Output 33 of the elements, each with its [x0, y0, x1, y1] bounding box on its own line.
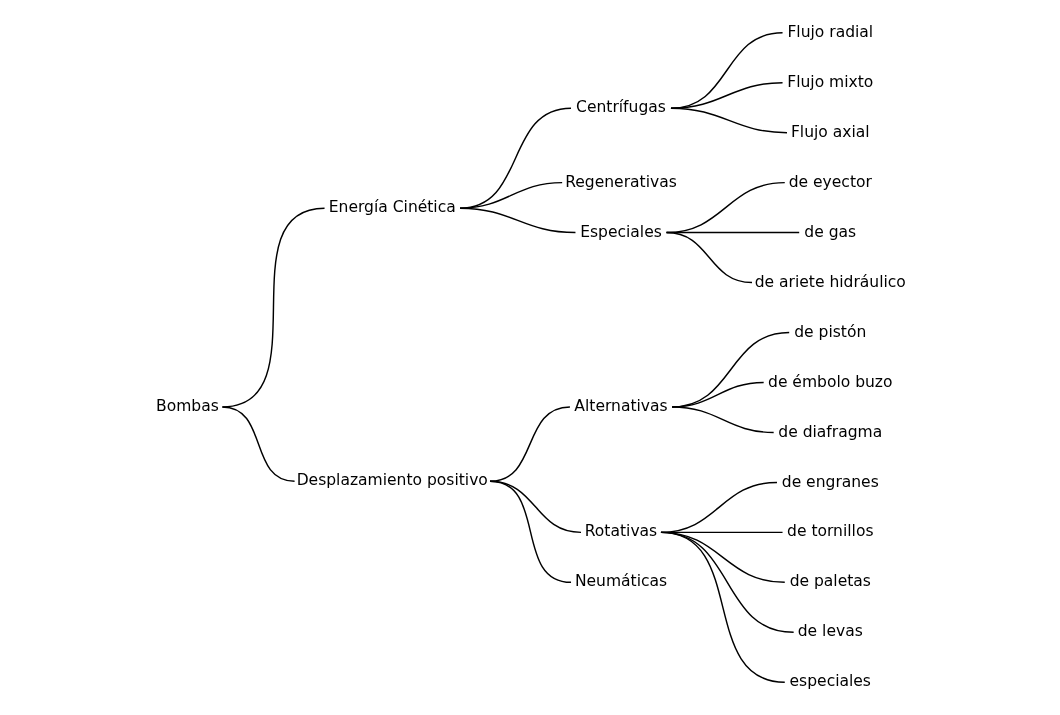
node-text: Desplazamiento positivo [296, 471, 488, 490]
connector [669, 32, 783, 109]
connector [670, 406, 774, 434]
connector [659, 531, 785, 683]
node-text: Regenerativas [564, 172, 677, 191]
node-text: Flujo mixto [786, 72, 873, 91]
node-text: de tornillos [786, 522, 874, 541]
node-text: Rotativas [584, 522, 657, 541]
node-text: de gas [803, 222, 856, 241]
node-text: de émbolo buzo [767, 372, 893, 391]
node-text: Centrífugas [575, 98, 666, 117]
connector [488, 480, 572, 584]
node-text: Bombas [155, 397, 219, 416]
node-text: Alternativas [573, 397, 668, 416]
node-text: de diafragma [777, 422, 882, 441]
connector [665, 231, 753, 284]
node-text: de levas [797, 622, 863, 641]
node-text: Neumáticas [574, 572, 667, 591]
connector [488, 406, 571, 483]
connector [221, 406, 295, 483]
node-text: Especiales [579, 222, 662, 241]
node-text: de engranes [781, 472, 879, 491]
node-text: de eyector [788, 172, 872, 191]
node-text: Flujo axial [790, 122, 870, 141]
node-text: de paletas [789, 572, 871, 591]
connector [458, 207, 576, 234]
connector [669, 107, 788, 134]
node-text: Energía Cinética [328, 198, 456, 217]
node-text: Flujo radial [786, 22, 873, 41]
node-text: de ariete hidráulico [754, 272, 906, 291]
connector [669, 82, 783, 109]
node-text: especiales [789, 672, 871, 691]
node-text: de pistón [793, 322, 866, 341]
